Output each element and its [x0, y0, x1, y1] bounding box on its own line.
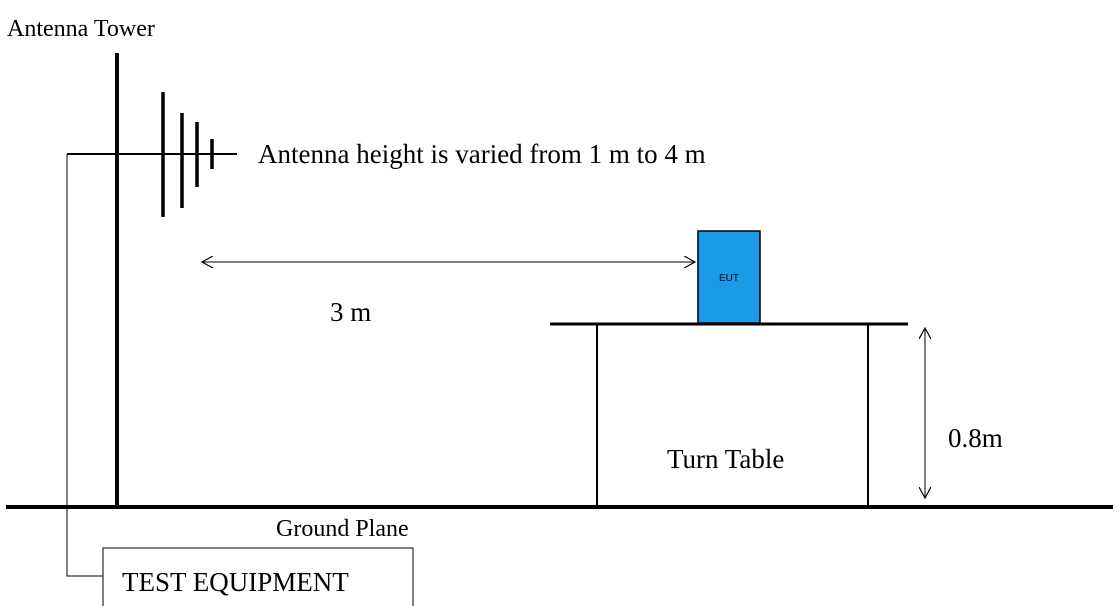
eut-label: EUT: [719, 273, 739, 284]
test-equipment-label: TEST EQUIPMENT: [122, 567, 349, 597]
table-height-label: 0.8m: [948, 423, 1003, 453]
test-equipment-box: TEST EQUIPMENT: [102, 547, 414, 606]
antenna-cable: [66, 154, 103, 577]
eut-device: EUT: [697, 230, 761, 324]
antenna-height-note: Antenna height is varied from 1 m to 4 m: [258, 139, 706, 169]
turn-table: Turn Table: [550, 322, 908, 507]
turn-table-label: Turn Table: [667, 444, 784, 474]
antenna-tower-label: Antenna Tower: [7, 16, 155, 42]
antenna-icon: [161, 92, 214, 217]
ground-plane-label: Ground Plane: [276, 516, 409, 542]
distance-label: 3 m: [330, 297, 371, 327]
